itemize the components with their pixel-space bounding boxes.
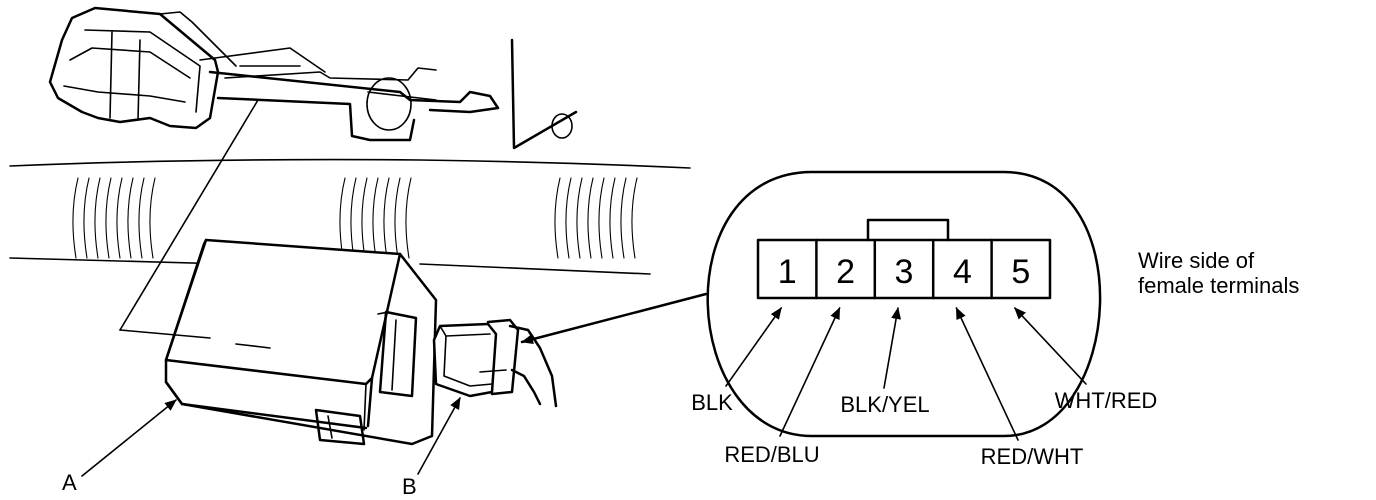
terminal-cavities: 1 2 3 4 5 — [756, 238, 1052, 300]
terminal-leaders — [725, 307, 1087, 441]
connector-face-view: 1 2 3 4 5 BLK RED/BLU BLK/YEL RED/WHT WHT/RED — [691, 170, 1157, 469]
mounting-bracket — [48, 6, 578, 150]
callout-arrows — [81, 292, 708, 477]
wire-label-4: RED/WHT — [981, 444, 1084, 469]
locking-tab — [866, 218, 950, 242]
callout-b-arrow — [417, 397, 461, 475]
wire-color-labels: BLK RED/BLU BLK/YEL RED/WHT WHT/RED — [691, 388, 1157, 469]
connector-caption-line2: female terminals — [1138, 273, 1299, 298]
view-reference-arrow — [520, 292, 708, 345]
wire-label-5: WHT/RED — [1055, 388, 1158, 413]
terminal-number-3: 3 — [895, 253, 914, 291]
terminal-number-5: 5 — [1011, 253, 1030, 291]
connector-caption-line1: Wire side of — [1138, 248, 1255, 273]
terminal-leader-2 — [779, 307, 841, 437]
terminal-leader-1 — [725, 307, 783, 387]
terminal-number-1: 1 — [778, 253, 797, 291]
terminal-number-2: 2 — [836, 253, 855, 291]
callout-a-label: A — [62, 470, 77, 495]
terminal-leader-5 — [1013, 307, 1087, 385]
harness-connector-b — [432, 318, 558, 408]
connector-outline — [706, 170, 1102, 438]
terminal-block — [756, 238, 1052, 300]
callout-b-label: B — [402, 474, 417, 499]
terminal-number-4: 4 — [953, 253, 972, 291]
terminal-leader-4 — [955, 307, 1019, 441]
wire-label-2: RED/BLU — [724, 442, 819, 467]
wire-label-1: BLK — [691, 390, 733, 415]
wire-harness — [9, 158, 691, 275]
control-unit-a — [119, 99, 438, 446]
terminal-leader-3 — [883, 307, 902, 389]
callout-a-arrow — [81, 399, 177, 477]
wire-label-3: BLK/YEL — [840, 392, 929, 417]
